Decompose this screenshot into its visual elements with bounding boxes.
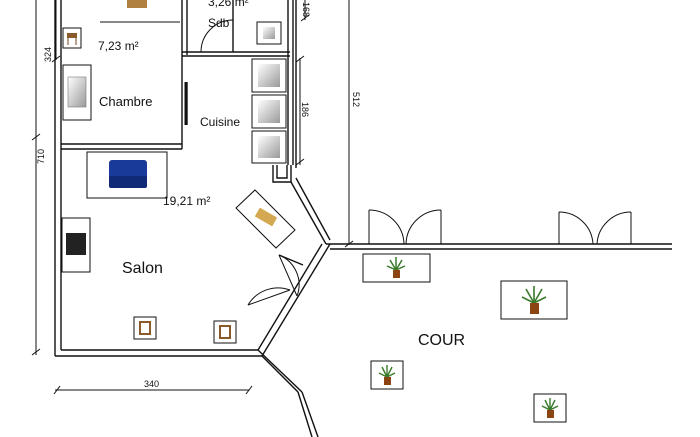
plant-icon-2 <box>500 280 568 320</box>
plant-icon-4 <box>533 393 567 423</box>
salon-chair-icon-2 <box>213 320 237 344</box>
toilet-icon <box>256 21 282 45</box>
kitchen-appliances <box>251 58 287 164</box>
sofa-icon <box>86 151 168 199</box>
sdb-area-label: 3,26 m² <box>208 0 249 9</box>
chambre-area-label: 7,23 m² <box>98 39 139 53</box>
salon-chair-icon-1 <box>133 316 157 340</box>
plant-icon-3 <box>370 360 404 390</box>
salon-area-label: 19,21 m² <box>163 194 211 208</box>
walls <box>54 0 672 437</box>
tv-stand-icon <box>235 189 296 249</box>
dimension-168: 168 <box>301 2 311 18</box>
dimension-324: 324 <box>43 46 53 62</box>
plant-icon-1 <box>362 253 431 283</box>
dimension-186: 186 <box>300 102 310 118</box>
chambre-wardrobe-icon <box>62 64 92 121</box>
dimension-340: 340 <box>144 379 160 389</box>
dimension-lines <box>31 0 354 395</box>
sdb-label: Sdb <box>208 16 230 30</box>
doors <box>200 19 632 306</box>
chambre-chair-icon <box>62 27 82 49</box>
salon-label: Salon <box>122 260 163 277</box>
dimension-710: 710 <box>36 148 46 164</box>
armchair-icon <box>61 217 91 273</box>
cuisine-label: Cuisine <box>200 115 241 129</box>
dimension-512: 512 <box>351 92 361 108</box>
top-chest-icon <box>100 0 180 23</box>
chambre-label: Chambre <box>99 94 153 109</box>
cour-label: COUR <box>418 332 466 349</box>
